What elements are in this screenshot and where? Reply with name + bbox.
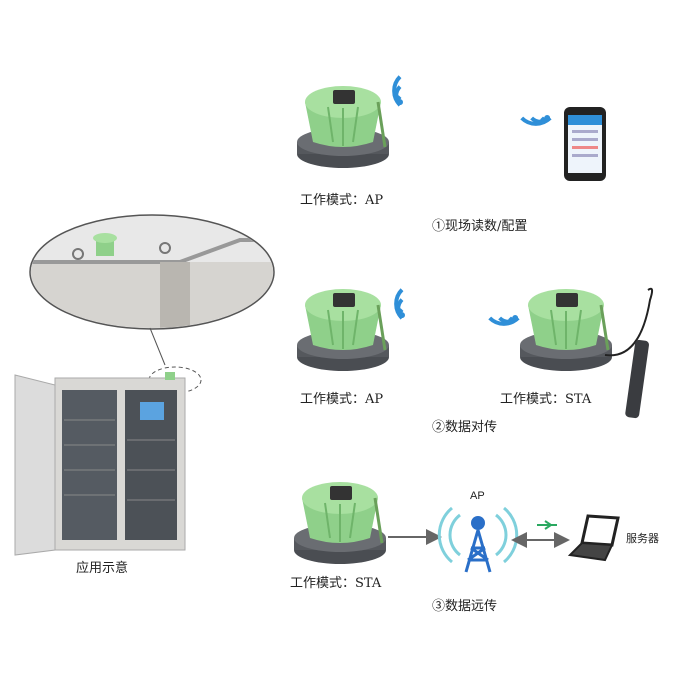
- device-sta-3: [292, 480, 388, 566]
- device-ap-1: [295, 84, 391, 170]
- application-caption: 应用示意: [76, 561, 129, 576]
- device-sta-2: [518, 287, 614, 373]
- device-mode-label: 工作模式：AP: [300, 392, 384, 407]
- sensor-probe-icon: [604, 287, 654, 419]
- ap-label: AP: [470, 490, 485, 502]
- device-mode-label: 工作模式：AP: [300, 193, 384, 208]
- wifi-icon: [522, 103, 552, 133]
- wifi-icon: [385, 77, 415, 107]
- scenario-2-caption: ②数据对传: [432, 420, 498, 435]
- wifi-icon: [387, 290, 417, 320]
- data-flow-arrow: [537, 520, 557, 530]
- device-mode-label: 工作模式：STA: [500, 392, 592, 407]
- wifi-icon: [490, 303, 520, 333]
- device-mode-label: 工作模式：STA: [290, 576, 382, 591]
- ap-tower-icon: [437, 506, 519, 573]
- server-label: 服务器: [626, 532, 659, 545]
- scenario-3-caption: ③数据远传: [432, 599, 498, 614]
- device-ap-2: [295, 287, 391, 373]
- scenario-1-caption: ①现场读数/配置: [432, 219, 528, 234]
- callout-line: [149, 327, 166, 366]
- smartphone-icon: [564, 107, 606, 181]
- laptop-icon: [567, 514, 620, 562]
- cabinet-image: [14, 372, 186, 556]
